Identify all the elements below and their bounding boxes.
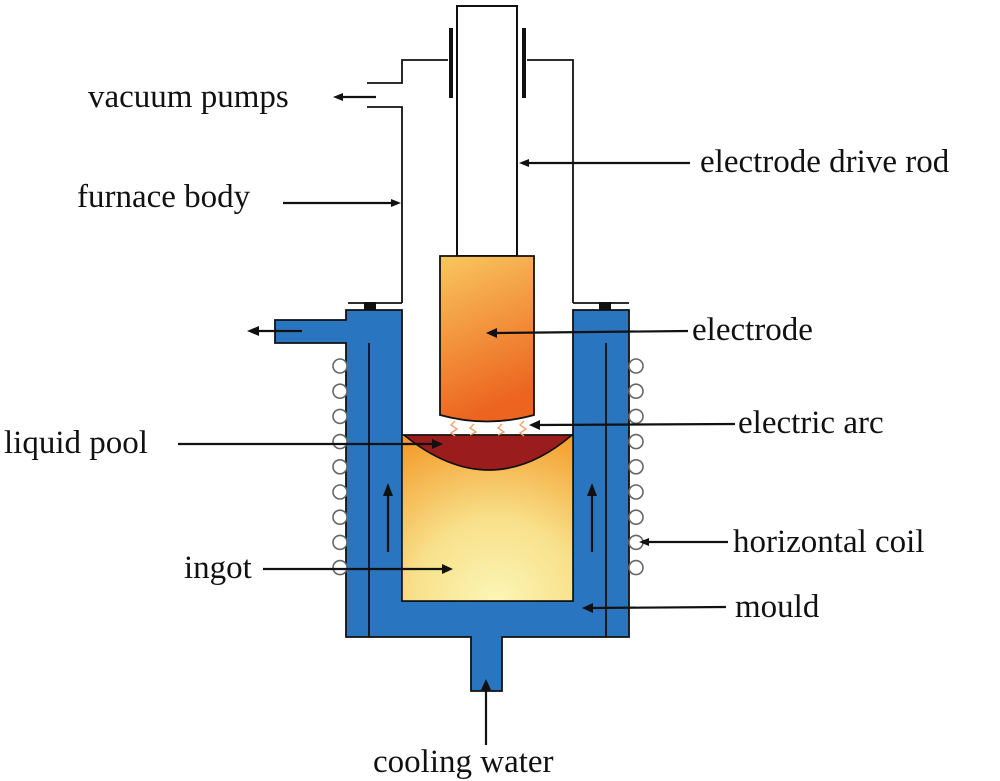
horizontal-coil-left [332,358,348,576]
coil-turn [332,534,348,551]
coil-turn [332,509,348,526]
label-electrode: electrode [692,312,813,348]
label-cooling-water: cooling water [373,744,554,780]
outlet-arrow-icon [247,326,259,336]
electrode [439,255,535,423]
coil-turn [628,458,644,475]
label-liquid-pool: liquid pool [4,425,148,461]
label-furnace-body: furnace body [77,179,251,215]
coil-turn [332,383,348,400]
label-ingot: ingot [184,550,252,586]
label-vacuum-pumps: vacuum pumps [88,79,289,115]
water-flow-arrows [247,326,597,552]
coil-turn [332,408,348,425]
coil-turn [628,509,644,526]
label-horizontal-coil: horizontal coil [733,524,925,560]
label-mould: mould [735,589,820,625]
coil-turn [332,559,348,576]
coil-turn [628,484,644,500]
coil-turn [628,559,644,576]
label-electric-arc: electric arc [738,405,884,441]
coil-turn [628,383,644,400]
liquid-pool [401,434,575,471]
coil-turn [332,358,348,374]
label-electrode-drive-rod: electrode drive rod [700,144,950,180]
coil-turn [332,484,348,500]
coil-turn [332,433,348,450]
electrode-drive-rod [456,5,518,257]
coil-turn [628,433,644,450]
leader-lines [178,93,736,745]
coil-turn [628,408,644,425]
electric-arc [449,420,528,437]
horizontal-coil-right [628,358,644,576]
coil-turn [332,458,348,475]
furnace-body [348,28,629,310]
coil-turn [628,358,644,374]
